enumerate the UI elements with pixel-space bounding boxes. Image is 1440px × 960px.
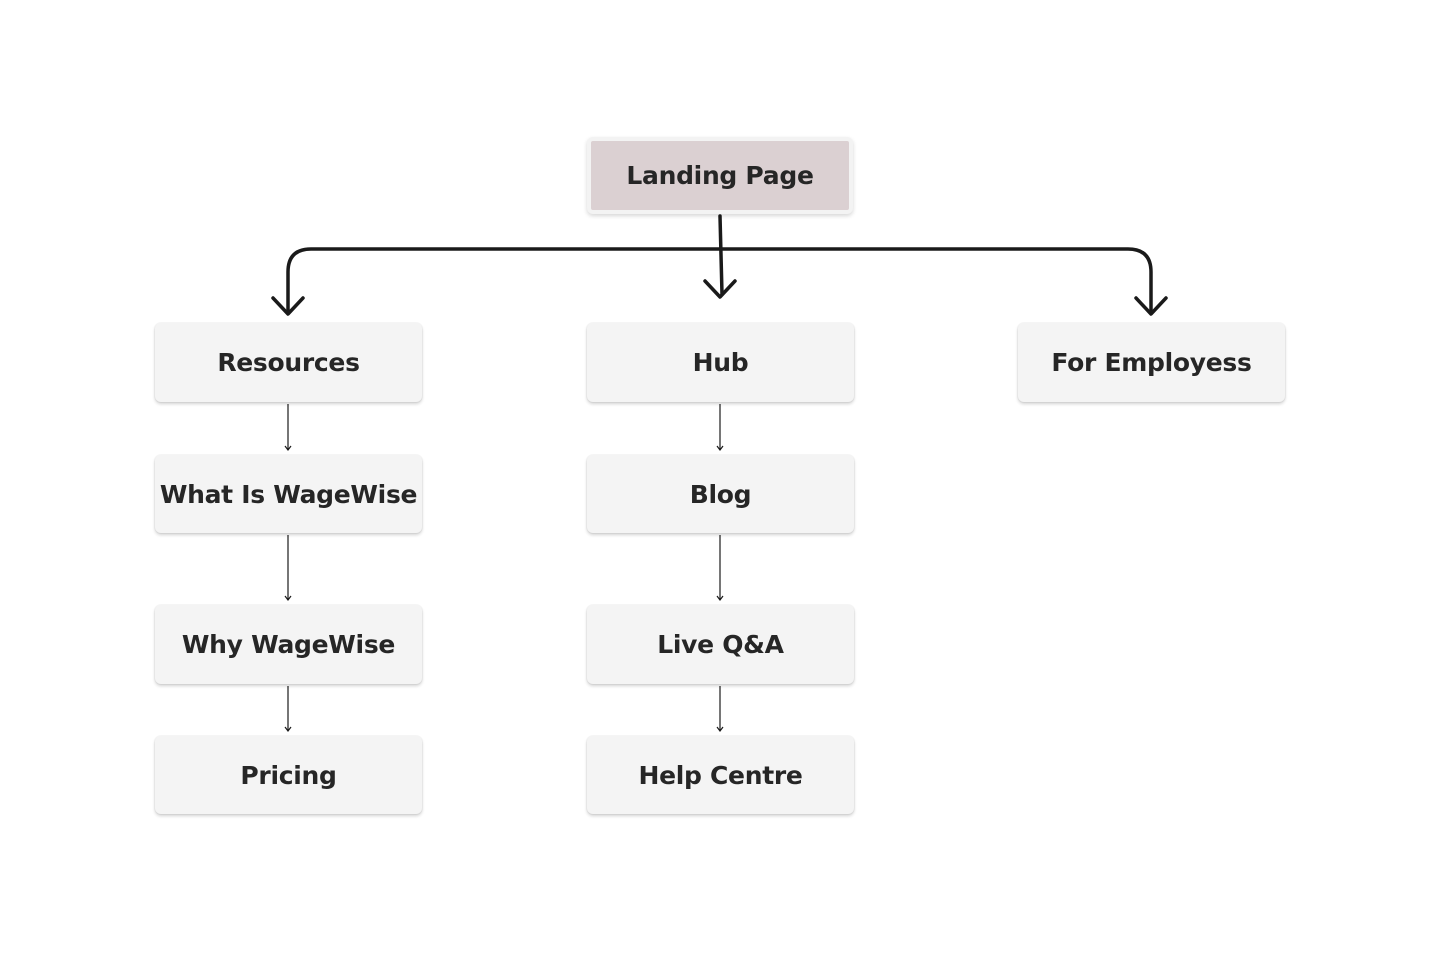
arrowhead-resources xyxy=(271,296,305,316)
node-label: What Is WageWise xyxy=(159,479,418,509)
arrowhead-hub xyxy=(703,279,737,299)
node-resources: Resources xyxy=(155,323,422,402)
node-help-centre: Help Centre xyxy=(587,736,854,814)
node-for-employees: For Employess xyxy=(1018,323,1285,402)
node-label: Why WageWise xyxy=(181,630,396,659)
root-stem-connector xyxy=(718,214,724,296)
node-label: Blog xyxy=(689,479,752,509)
node-why-wagewise: Why WageWise xyxy=(155,605,422,684)
arrow-what-is-to-why xyxy=(284,535,292,601)
arrow-blog-to-live xyxy=(716,535,724,601)
arrow-live-to-help xyxy=(716,686,724,732)
node-blog: Blog xyxy=(587,455,854,533)
node-landing-page: Landing Page xyxy=(587,137,853,214)
arrow-hub-to-blog xyxy=(716,404,724,451)
node-label: Landing Page xyxy=(626,161,814,190)
node-what-is-wagewise: What Is WageWise xyxy=(155,455,422,533)
arrow-why-to-pricing xyxy=(284,686,292,732)
arrowhead-for-employees xyxy=(1134,296,1168,316)
node-label: Help Centre xyxy=(638,760,803,790)
node-label: Resources xyxy=(217,348,360,377)
arrow-resources-to-what-is xyxy=(284,404,292,451)
node-live-qa: Live Q&A xyxy=(587,605,854,684)
node-pricing: Pricing xyxy=(155,736,422,814)
node-label: Pricing xyxy=(240,760,337,790)
node-label: Live Q&A xyxy=(657,630,784,659)
node-hub: Hub xyxy=(587,323,854,402)
node-label: For Employess xyxy=(1051,348,1252,377)
node-label: Hub xyxy=(692,348,749,377)
